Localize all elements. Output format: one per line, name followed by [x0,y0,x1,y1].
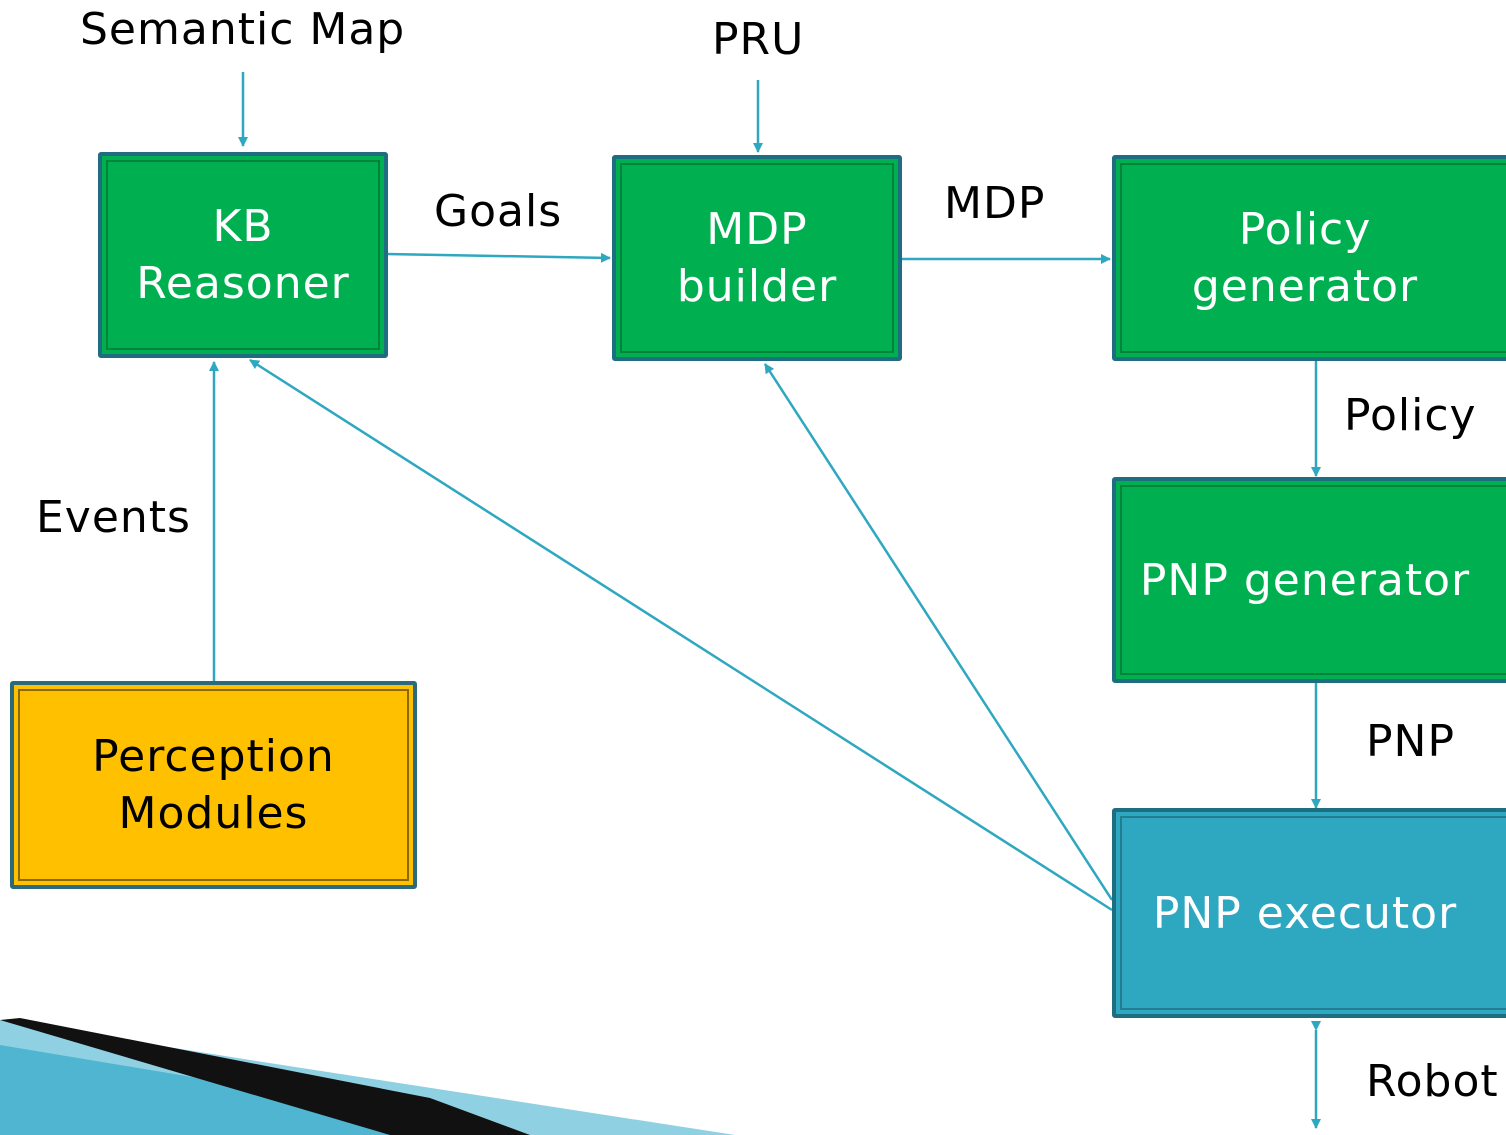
goals-label: Goals [434,186,563,237]
semantic-map-label: Semantic Map [80,4,406,55]
robot-label: Robot [1366,1056,1499,1107]
events-label: Events [36,492,191,543]
policy-generator-box: Policy generator [1112,155,1506,361]
arrow-executor-to-kb [249,358,1113,912]
policy-edge-label: Policy [1344,390,1477,441]
perception-modules-label: Perception Modules [92,731,335,839]
arrow-goals [385,252,611,263]
perception-modules-box: Perception Modules [10,681,417,889]
mdp-edge-label: MDP [944,178,1046,229]
pnp-executor-label: PNP executor [1152,887,1458,939]
mdp-builder-label: MDP builder [676,204,838,312]
pnp-executor-box: PNP executor [1112,808,1506,1018]
policy-generator-label: Policy generator [1191,204,1419,312]
pru-label: PRU [712,14,805,65]
pnp-edge-label: PNP [1366,716,1455,767]
pnp-generator-label: PNP generator [1139,554,1471,606]
mdp-builder-box: MDP builder [612,155,902,361]
kb-reasoner-box: KB Reasoner [98,152,388,358]
pnp-generator-box: PNP generator [1112,477,1506,683]
kb-reasoner-label: KB Reasoner [136,201,350,309]
arrow-executor-to-mdp [763,363,1114,901]
decorative-swoosh [0,1018,735,1135]
